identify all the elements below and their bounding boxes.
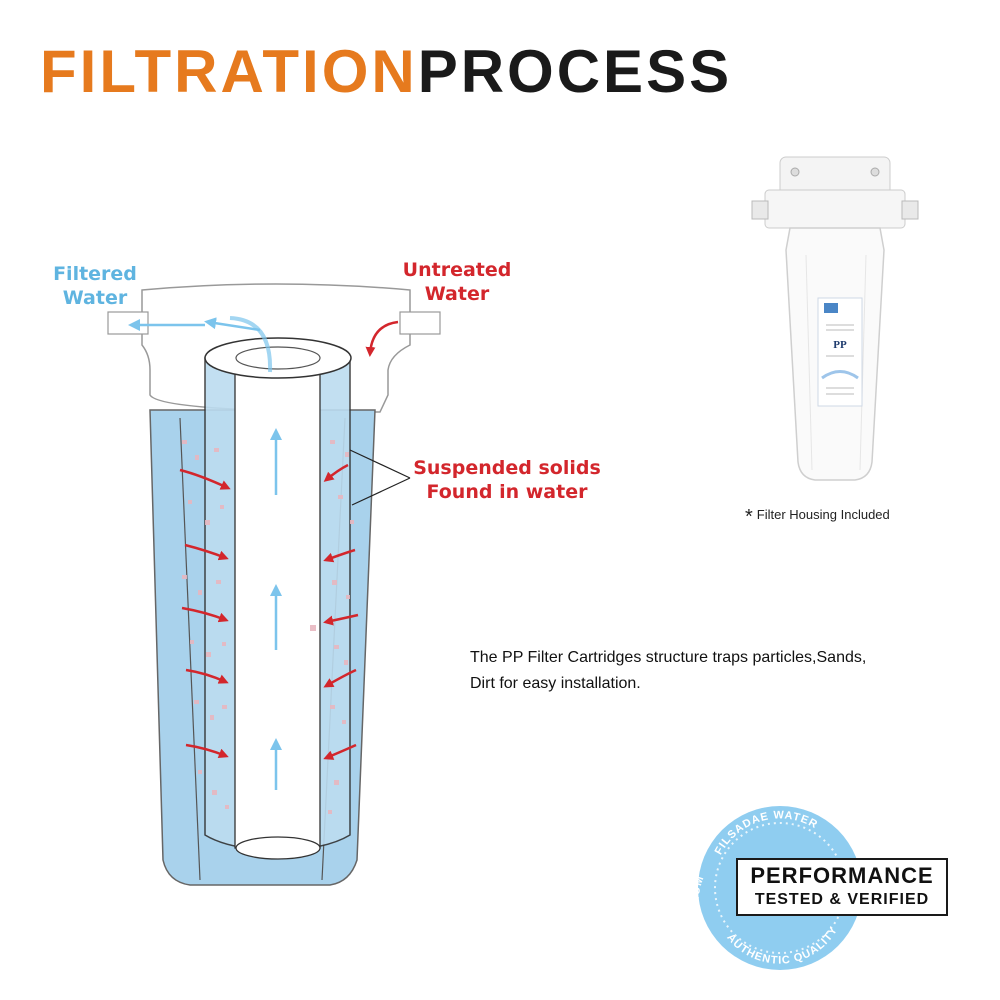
badge-line-2: TESTED & VERIFIED — [754, 891, 930, 908]
title-process: PROCESS — [417, 38, 733, 105]
performance-badge: PERFORMANCE TESTED & VERIFIED — [736, 858, 948, 916]
filter-housing-image: PP — [751, 156, 919, 481]
cartridge-core — [234, 357, 321, 849]
housing-note-text: Filter Housing Included — [756, 507, 890, 522]
inlet-port — [399, 311, 441, 335]
badge-line-1: PERFORMANCE — [750, 863, 934, 888]
quality-seal: FILSADAE WATER PREMIUM AUTHENTIC QUALITY — [689, 806, 862, 970]
title-filtration: FILTRATION — [40, 38, 418, 105]
outlet-port — [107, 311, 149, 335]
suspended-solids-line-2: Found in water — [426, 481, 588, 503]
untreated-arrow — [365, 320, 399, 357]
filtered-arrow-2 — [204, 317, 261, 332]
housing-note: *Filter Housing Included — [745, 506, 890, 529]
pointer-line-2 — [351, 477, 411, 506]
seal-ring-left: PREMIUM — [689, 874, 707, 938]
asterisk-icon: * — [745, 506, 753, 528]
suspended-solids-line-1: Suspended solids — [413, 457, 601, 479]
cartridge-label: PP — [833, 339, 847, 351]
pointer-line-1 — [349, 449, 411, 479]
filtered-water-line-1: Filtered — [53, 263, 137, 285]
description-line-2: Dirt for easy installation. — [470, 675, 641, 692]
filtered-water-line-2: Water — [62, 287, 128, 309]
suspended-solids-label: Suspended solids Found in water — [402, 456, 612, 504]
page-title: FILTRATIONPROCESS — [40, 42, 732, 102]
untreated-water-line-1: Untreated — [402, 259, 512, 281]
untreated-water-line-2: Water — [424, 283, 490, 305]
description-text: The PP Filter Cartridges structure traps… — [470, 645, 940, 697]
inflow-arrows-right — [323, 463, 359, 760]
svg-text:PREMIUM: PREMIUM — [689, 874, 707, 938]
filtered-water-label: Filtered Water — [40, 262, 150, 310]
inflow-arrows-left — [179, 468, 231, 759]
suspended-particles — [182, 440, 354, 814]
untreated-water-label: Untreated Water — [392, 258, 522, 306]
description-line-1: The PP Filter Cartridges structure traps… — [470, 649, 867, 666]
